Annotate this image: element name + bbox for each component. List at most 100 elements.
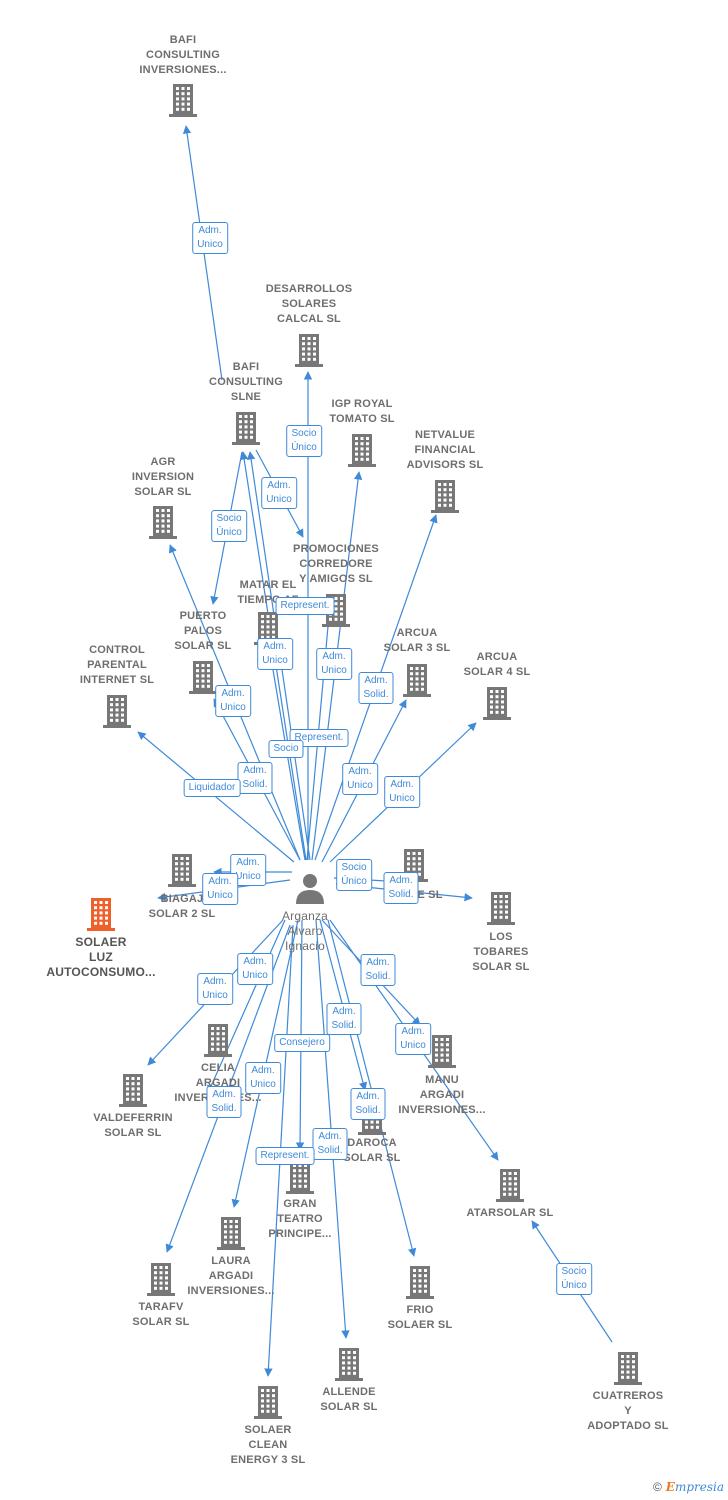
node-label-bafi-inv[interactable]: BAFI CONSULTING INVERSIONES... (139, 34, 227, 76)
building-icon (403, 664, 431, 697)
node-label-igp[interactable]: IGP ROYAL TOMATO SL (329, 398, 395, 425)
relation-badge: Socio Único (211, 510, 247, 542)
node-label-tobares[interactable]: LOS TOBARES SOLAR SL (472, 931, 530, 973)
relation-badge: Adm. Unico (316, 648, 352, 680)
node-label-puerto[interactable]: PUERTO PALOS SOLAR SL (174, 610, 232, 652)
relation-badge: Adm. Solid. (206, 1086, 242, 1118)
building-icon (428, 1035, 456, 1068)
node-manu[interactable] (426, 1033, 458, 1074)
center-person[interactable] (290, 870, 330, 906)
building-icon (147, 1263, 175, 1296)
node-label-gran[interactable]: GRAN TEATRO PRINCIPE... (268, 1198, 332, 1240)
node-label-laura[interactable]: LAURA ARGADI INVERSIONES... (187, 1255, 275, 1297)
relation-badge: Adm. Solid. (350, 1088, 386, 1120)
relation-badge: Adm. Solid. (358, 672, 394, 704)
relation-badge: Adm. Solid. (312, 1128, 348, 1160)
node-label-solaer-clean[interactable]: SOLAER CLEAN ENERGY 3 SL (230, 1424, 306, 1466)
node-label-arcua3[interactable]: ARCUA SOLAR 3 SL (383, 627, 451, 654)
node-desarrollos[interactable] (293, 332, 325, 373)
node-laura[interactable] (215, 1215, 247, 1256)
node-tobares[interactable] (485, 890, 517, 931)
node-control[interactable] (101, 693, 133, 734)
node-label-desarrollos[interactable]: DESARROLLOS SOLARES CALCAL SL (265, 283, 353, 325)
building-icon (295, 334, 323, 367)
node-label-e-sl[interactable]: E SL (417, 889, 443, 901)
copyright-symbol: © (652, 1480, 662, 1494)
node-label-manu[interactable]: MANU ARGADI INVERSIONES... (398, 1074, 486, 1116)
node-celia[interactable] (202, 1022, 234, 1063)
relation-badge: Socio Único (336, 859, 372, 891)
building-icon (169, 84, 197, 117)
building-icon (614, 1352, 642, 1385)
building-icon (119, 1074, 147, 1107)
node-label-agr[interactable]: AGR INVERSION SOLAR SL (131, 456, 195, 498)
node-allende[interactable] (333, 1346, 365, 1387)
node-label-tarafv[interactable]: TARAFV SOLAR SL (132, 1301, 190, 1328)
node-label-daroca[interactable]: DAROCA SOLAR SL (343, 1137, 401, 1164)
node-label-allende[interactable]: ALLENDE SOLAR SL (320, 1386, 378, 1413)
node-agr[interactable] (147, 504, 179, 545)
building-icon (496, 1169, 524, 1202)
node-label-solaer-luz[interactable]: SOLAER LUZ AUTOCONSUMO... (46, 935, 156, 979)
node-igp[interactable] (346, 432, 378, 473)
relation-badge: Liquidador (183, 779, 241, 797)
node-netvalue[interactable] (429, 478, 461, 519)
relation-badge: Socio Único (286, 425, 322, 457)
node-label-arcua4[interactable]: ARCUA SOLAR 4 SL (463, 651, 531, 678)
relation-badge: Socio (268, 740, 304, 758)
node-label-promociones[interactable]: PROMOCIONES CORREDORE Y AMIGOS SL (293, 543, 379, 585)
node-cuatreros[interactable] (612, 1350, 644, 1391)
node-biagaj[interactable] (166, 852, 198, 893)
relation-badge: Adm. Unico (237, 953, 273, 985)
relation-badge: Adm. Unico (245, 1062, 281, 1094)
node-label-control[interactable]: CONTROL PARENTAL INTERNET SL (79, 644, 155, 686)
node-gran[interactable] (284, 1159, 316, 1200)
node-label-frio[interactable]: FRIO SOLAER SL (387, 1304, 453, 1331)
node-label-valdeferrin[interactable]: VALDEFERRIN SOLAR SL (93, 1112, 173, 1139)
relation-badge: Adm. Solid. (326, 1003, 362, 1035)
relation-badge: Adm. Unico (261, 477, 297, 509)
node-bafi-slne[interactable] (230, 410, 262, 451)
relation-badge: Adm. Unico (384, 776, 420, 808)
node-solaer-clean[interactable] (252, 1384, 284, 1425)
relation-badge: Adm. Solid. (360, 954, 396, 986)
node-valdeferrin[interactable] (117, 1072, 149, 1113)
building-icon (232, 412, 260, 445)
building-icon (487, 892, 515, 925)
node-arcua3[interactable] (401, 662, 433, 703)
relation-badge: Represent. (289, 729, 349, 747)
building-icon (483, 687, 511, 720)
node-tarafv[interactable] (145, 1261, 177, 1302)
building-icon (189, 661, 217, 694)
relation-badge: Adm. Unico (192, 222, 228, 254)
node-arcua4[interactable] (481, 685, 513, 726)
building-icon (406, 1266, 434, 1299)
node-label-bafi-slne[interactable]: BAFI CONSULTING SLNE (209, 361, 283, 403)
building-icon (168, 854, 196, 887)
building-icon (348, 434, 376, 467)
edge-20 (207, 919, 286, 1094)
node-label-netvalue[interactable]: NETVALUE FINANCIAL ADVISORS SL (406, 429, 484, 471)
building-icon (254, 1386, 282, 1419)
relation-badge: Adm. Solid. (237, 762, 273, 794)
node-label-cuatreros[interactable]: CUATREROS Y ADOPTADO SL (587, 1390, 669, 1432)
relation-badge: Socio Único (556, 1263, 592, 1295)
relation-badge: Adm. Solid. (383, 872, 419, 904)
relation-badge: Adm. Unico (395, 1023, 431, 1055)
brand-name: mpresia (674, 1480, 724, 1494)
relation-badge: Represent. (275, 597, 335, 615)
footer-credit: ©Empresia (653, 1480, 724, 1494)
relation-badge: Adm. Unico (197, 973, 233, 1005)
node-solaer-luz[interactable] (85, 896, 117, 937)
edge-14 (137, 731, 295, 863)
brand-initial: E (665, 1480, 675, 1494)
node-label-atarsolar[interactable]: ATARSOLAR SL (466, 1207, 554, 1219)
node-atarsolar[interactable] (494, 1167, 526, 1208)
node-label-matar[interactable]: MATAR EL TIEMPO AF (237, 579, 298, 606)
node-puerto[interactable] (187, 659, 219, 700)
node-bafi-inv[interactable] (167, 82, 199, 123)
node-frio[interactable] (404, 1264, 436, 1305)
node-label-biagaj[interactable]: BIAGAJ SOLAR 2 SL (148, 893, 216, 920)
center-person-label: Arganza Alvaro Ignacio (281, 909, 329, 953)
